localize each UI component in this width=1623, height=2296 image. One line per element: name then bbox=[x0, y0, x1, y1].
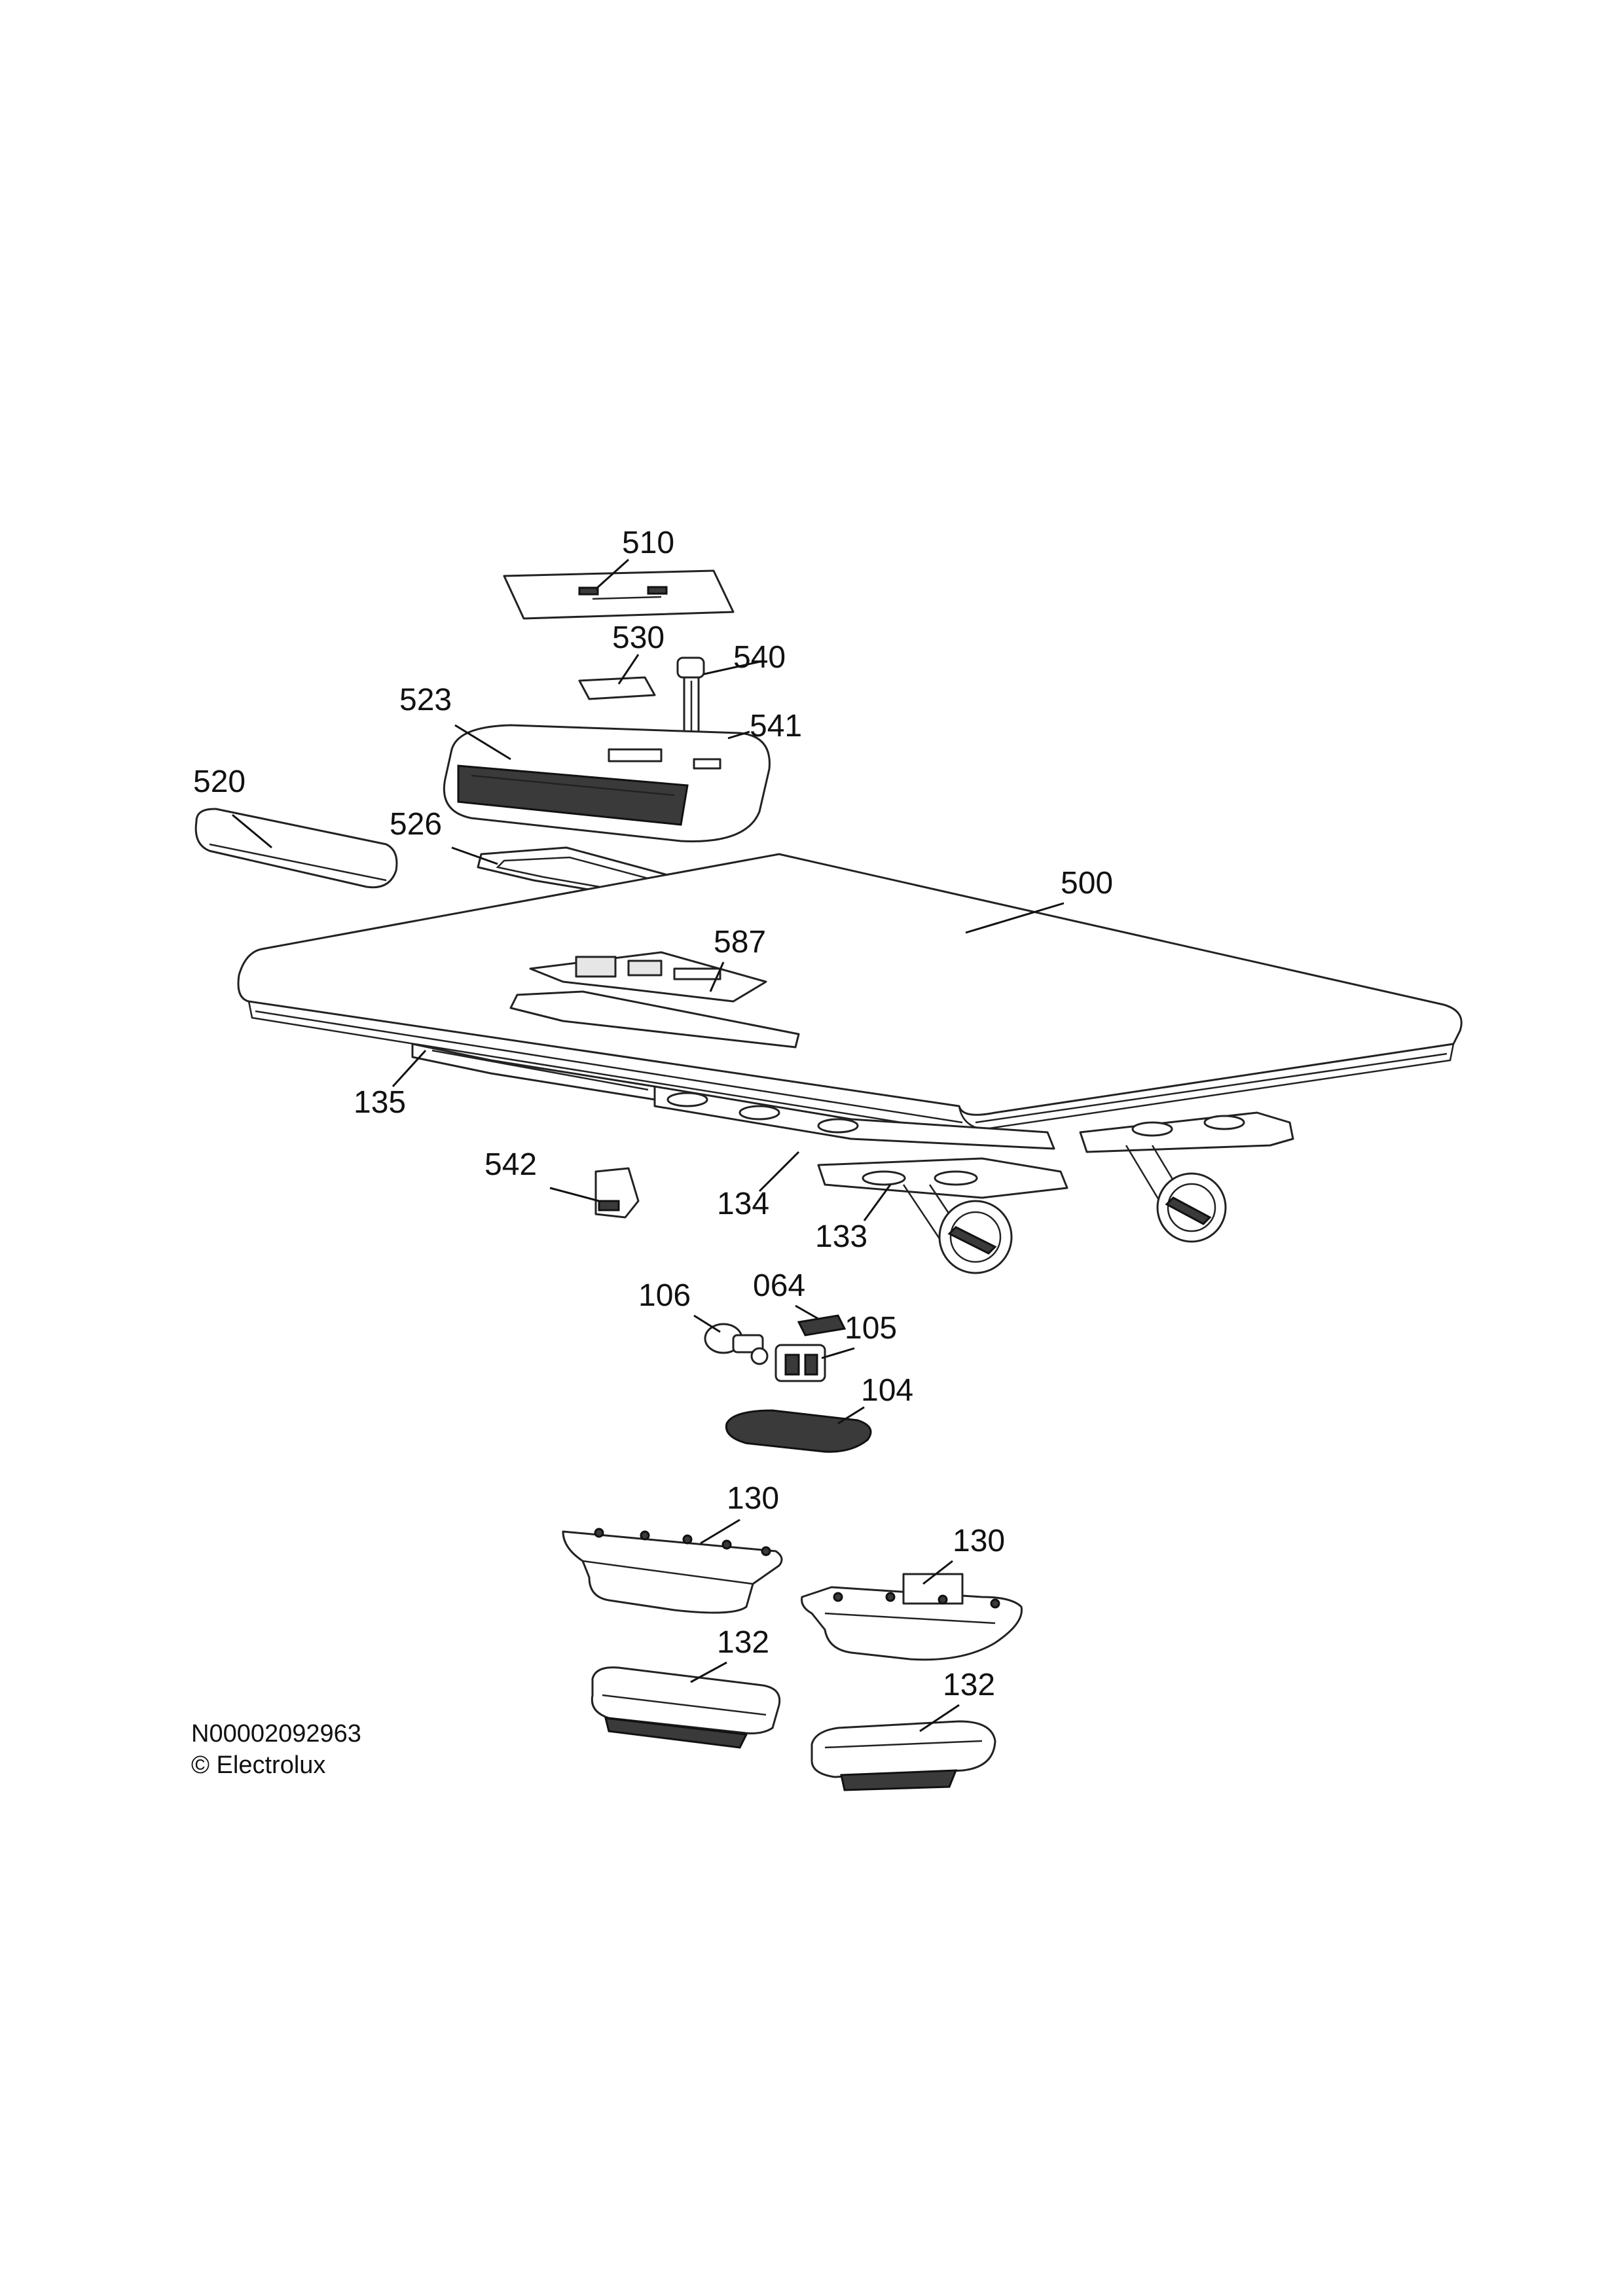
leader-133 bbox=[863, 1184, 892, 1221]
callout-500: 500 bbox=[1061, 866, 1113, 901]
part-104-pad bbox=[725, 1409, 872, 1453]
callout-542: 542 bbox=[484, 1147, 537, 1182]
leader-530 bbox=[617, 654, 640, 685]
part-132-drawer-left bbox=[591, 1666, 781, 1749]
part-500-top-panel bbox=[237, 853, 1463, 1134]
part-520-handle bbox=[194, 808, 398, 889]
leader-540 bbox=[703, 660, 763, 675]
leader-541 bbox=[727, 730, 750, 740]
callout-labels: 510 530 540 541 523 520 526 500 587 135 … bbox=[193, 526, 1113, 1702]
copyright-notice: © Electrolux bbox=[191, 1751, 326, 1779]
callout-064: 064 bbox=[753, 1268, 805, 1303]
leader-105 bbox=[821, 1347, 855, 1359]
leader-132-right bbox=[919, 1704, 960, 1732]
part-133-rail-right bbox=[1079, 1111, 1294, 1243]
callout-134: 134 bbox=[717, 1187, 769, 1221]
callout-130-right: 130 bbox=[953, 1524, 1005, 1558]
part-130-tray-left bbox=[562, 1528, 783, 1614]
leader-130-left bbox=[700, 1518, 740, 1545]
callout-541: 541 bbox=[750, 709, 802, 744]
part-510-plate bbox=[503, 569, 735, 620]
part-133-rail-with-wheel bbox=[817, 1157, 1068, 1274]
part-542-bracket bbox=[594, 1167, 640, 1219]
callout-106: 106 bbox=[638, 1278, 691, 1313]
callout-523: 523 bbox=[399, 683, 452, 717]
leader-lines bbox=[232, 558, 1065, 1732]
callout-132-left: 132 bbox=[717, 1625, 769, 1660]
callout-587: 587 bbox=[714, 925, 766, 960]
part-064-connector bbox=[797, 1314, 847, 1336]
part-132-drawer-right bbox=[811, 1720, 996, 1791]
callout-104: 104 bbox=[861, 1373, 913, 1408]
leader-526 bbox=[451, 846, 498, 865]
part-106-fitting bbox=[704, 1323, 769, 1365]
part-134-rail bbox=[653, 1085, 1055, 1150]
leader-134 bbox=[758, 1151, 800, 1193]
part-530-label bbox=[578, 676, 656, 700]
callout-133: 133 bbox=[815, 1219, 867, 1254]
callout-526: 526 bbox=[390, 807, 442, 842]
leader-523 bbox=[454, 724, 511, 761]
callout-530: 530 bbox=[612, 620, 665, 655]
leader-106 bbox=[693, 1314, 721, 1333]
part-130-tray-right bbox=[801, 1573, 1023, 1661]
callout-132-right: 132 bbox=[943, 1668, 995, 1702]
part-540-rod bbox=[676, 656, 705, 744]
part-587-board bbox=[509, 951, 800, 1049]
callout-520: 520 bbox=[193, 764, 246, 799]
leader-510 bbox=[594, 558, 630, 590]
leader-542 bbox=[549, 1187, 600, 1202]
callout-105: 105 bbox=[845, 1311, 897, 1346]
callout-135: 135 bbox=[354, 1085, 406, 1120]
callout-510: 510 bbox=[622, 526, 674, 560]
leader-064 bbox=[795, 1304, 819, 1320]
callout-540: 540 bbox=[733, 640, 786, 675]
leader-500 bbox=[965, 902, 1065, 934]
part-523-control-housing bbox=[443, 724, 771, 842]
leader-132-left bbox=[690, 1661, 727, 1683]
leader-520 bbox=[232, 814, 272, 849]
leader-104 bbox=[837, 1406, 865, 1425]
part-105-switch bbox=[775, 1344, 826, 1382]
document-number: N00002092963 bbox=[191, 1720, 361, 1748]
callout-130-left: 130 bbox=[727, 1481, 779, 1516]
leader-135 bbox=[392, 1049, 427, 1088]
leader-130-right bbox=[922, 1560, 953, 1585]
leader-587 bbox=[709, 961, 725, 992]
